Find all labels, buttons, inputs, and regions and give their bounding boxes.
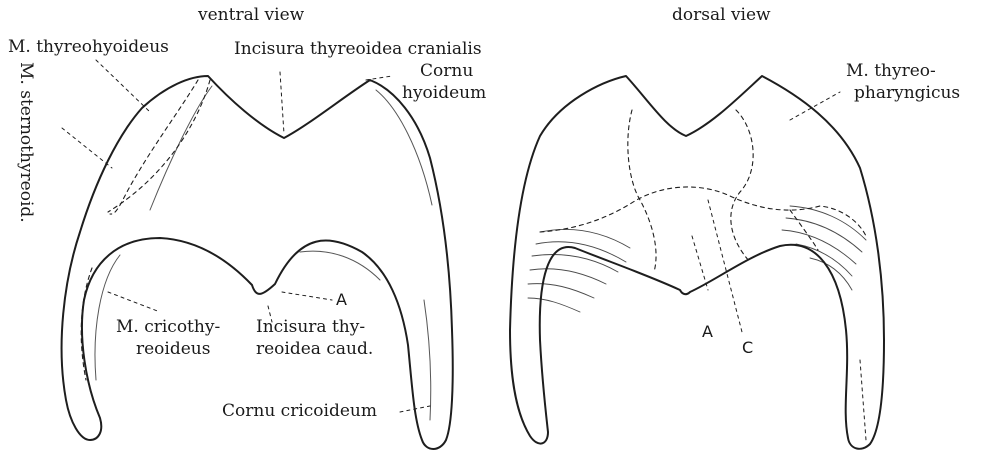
letter-a-ventral: A — [336, 290, 347, 309]
label-incisura-thyreoidea-cranialis: Incisura thyreoidea cranialis — [234, 40, 482, 59]
ventral-shading — [95, 86, 432, 420]
label-m-cricothyreoideus-line2: reoideus — [136, 340, 210, 359]
letter-c-dorsal: C — [742, 338, 753, 357]
label-cornu-hyoideum-line1: Cornu — [420, 62, 473, 81]
label-incisura-caudalis-line2: reoidea caud. — [256, 340, 373, 359]
ventral-view-title: ventral view — [198, 6, 304, 25]
label-m-sternothyreoid: M. sternothyreoid. — [16, 62, 36, 223]
dorsal-leader-lines — [692, 92, 866, 440]
dorsal-view-title: dorsal view — [672, 6, 771, 25]
label-m-thyreopharyngicus-line2: pharyngicus — [854, 84, 960, 103]
label-m-cricothyreoideus-line1: M. cricothy- — [116, 318, 220, 337]
dorsal-hatching-left — [528, 229, 630, 312]
label-m-thyreopharyngicus-line1: M. thyreo- — [846, 62, 936, 81]
letter-a-dorsal: A — [702, 322, 713, 341]
label-m-thyreohyoideus: M. thyreohyoideus — [8, 38, 169, 57]
dorsal-dashed-regions — [540, 110, 866, 272]
dorsal-hatching-right — [782, 206, 866, 290]
label-cornu-cricoideum: Cornu cricoideum — [222, 402, 377, 421]
label-incisura-caudalis-line1: Incisura thy- — [256, 318, 365, 337]
label-cornu-hyoideum-line2: hyoideum — [402, 84, 486, 103]
dorsal-cartilage-outline — [510, 76, 884, 449]
ventral-cartilage-outline — [62, 76, 453, 449]
